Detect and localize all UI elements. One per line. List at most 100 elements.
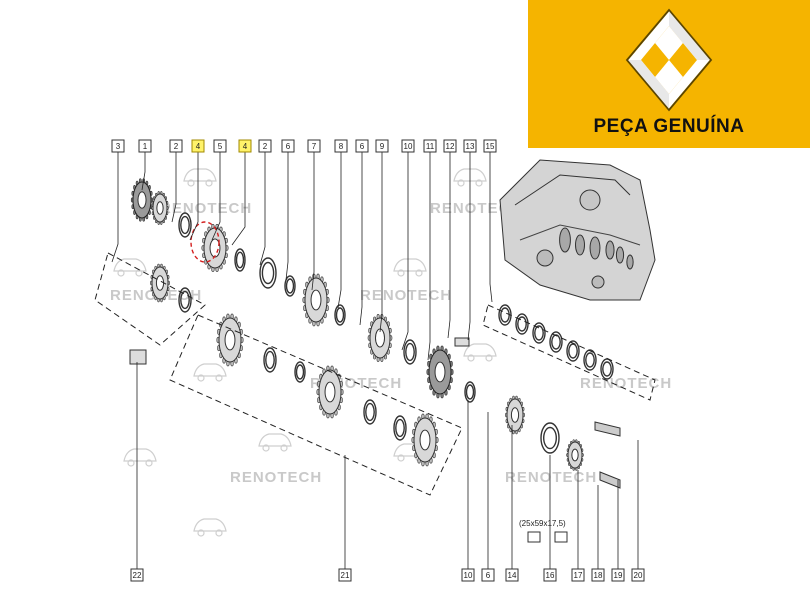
bolt [594,421,621,437]
callout-number: 19 [614,571,623,580]
callout-number: 15 [486,142,495,151]
callout-number: 2 [174,142,179,151]
seal-ring-inner [517,316,527,332]
seal-ring [583,349,597,371]
needle-bearing-inner [335,307,345,323]
spacer-2 [464,381,476,403]
reverse-gear [150,263,170,303]
callout-number: 14 [508,571,517,580]
housing-gear [589,236,601,260]
genuine-part-badge: PEÇA GENUÍNA [528,0,810,148]
leader-line [337,152,342,309]
washer [403,339,417,365]
leader-line [171,152,177,223]
spacer-2-inner [465,384,475,400]
secondary-ring [263,347,277,373]
seal-ring [549,331,563,353]
callout-bottom-6: 17 [571,568,585,582]
callout-bottom-9: 20 [631,568,645,582]
car-outline-icon [463,343,497,362]
callout-top-5: 4 [238,139,252,153]
synchro-ring-2 [259,257,277,289]
callout-top-7: 6 [281,139,295,153]
fifth-gear [426,345,454,399]
callout-bottom-7: 18 [591,568,605,582]
callout-top-2: 2 [169,139,183,153]
synchro-ring-2-inner [261,261,275,285]
callout-top-10: 6 [355,139,369,153]
callout-bottom-4: 14 [505,568,519,582]
callout-number: 9 [380,142,385,151]
seal-ring-inner [500,307,510,323]
seal-ring-inner [534,325,544,341]
callout-bottom-3: 6 [481,568,495,582]
secondary-washer-inner [365,402,375,422]
seal-ring [600,358,614,380]
callout-top-15: 13 [463,139,477,153]
housing-gear [615,246,625,264]
callout-number: 5 [218,142,223,151]
callout-number: 3 [116,142,121,151]
callout-top-1: 1 [138,139,152,153]
third-gear [302,273,330,327]
group-outline-secondary [169,314,463,496]
callout-number: 8 [339,142,344,151]
callout-number: 1 [143,142,148,151]
housing-gear [605,240,615,260]
car-outline-icon [258,433,292,452]
car-outline-icon [123,448,157,467]
seal-ring-inner [551,334,561,350]
callout-top-6: 2 [258,139,272,153]
spacer-inner [285,278,295,294]
lock-plate [454,337,470,347]
car-outline-icon [113,258,147,277]
seal-ring-inner [602,361,612,377]
callout-number: 16 [546,571,555,580]
callout-bottom-5: 16 [543,568,557,582]
renault-diamond-logo [625,8,713,112]
leader-line [259,152,266,266]
secondary-spacer [294,361,306,383]
tapered-bearing-inner [543,426,558,450]
leader-line [211,152,221,241]
secondary-spacer-inner [295,364,305,380]
renotech-watermark: RENOTECH [505,469,597,486]
seal-ring-inner [568,343,578,359]
callout-number: 21 [341,571,350,580]
callout-bottom-0: 22 [130,568,144,582]
bolt-2 [599,471,621,489]
exploded-parts [94,178,656,543]
leader-line [427,152,431,361]
shim-symbol [527,531,541,543]
reverse-bush-inner [180,290,190,310]
leader-line [189,152,199,241]
secondary-first-gear [216,313,244,367]
callout-top-14: 12 [443,139,457,153]
callout-number: 20 [634,571,643,580]
housing-gear [559,227,571,253]
leader-line [489,152,493,303]
callout-top-0: 3 [111,139,125,153]
callout-number: 6 [360,142,365,151]
callout-number: 10 [404,142,413,151]
secondary-fifth-gear [411,413,439,467]
reverse-bush [178,287,192,313]
synchro-ring-inner [180,215,190,235]
callout-bottom-8: 19 [611,568,625,582]
callout-bottom-1: 21 [338,568,352,582]
group-outline-lower [94,252,206,346]
callout-number: 4 [196,142,201,151]
callout-number: 7 [312,142,317,151]
renotech-watermark: RENOTECH [360,287,452,304]
callout-number: 17 [574,571,583,580]
leader-line [401,152,409,351]
callout-number: 10 [464,571,473,580]
callout-top-16: 15 [483,139,497,153]
callout-number: 6 [486,571,491,580]
pinion-gear [505,395,525,435]
leader-line [359,152,363,326]
secondary-synchro [393,415,407,441]
genuine-part-caption: PEÇA GENUÍNA [593,116,745,137]
seal-ring [566,340,580,362]
callout-number: 12 [446,142,455,151]
